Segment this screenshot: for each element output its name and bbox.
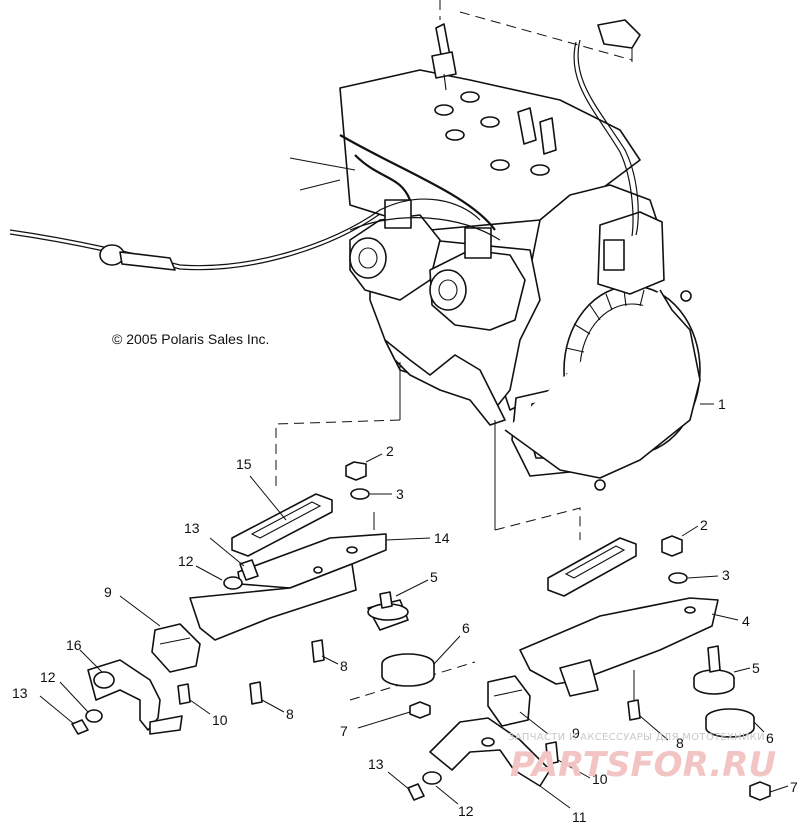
callout-11: 11 — [572, 809, 587, 825]
copyright-notice: © 2005 Polaris Sales Inc. — [112, 331, 269, 347]
callout-6-right: 6 — [766, 730, 774, 746]
callout-3-right: 3 — [722, 567, 730, 583]
callout-4: 4 — [742, 613, 750, 629]
callout-15: 15 — [236, 456, 252, 472]
callout-13-top: 13 — [184, 520, 200, 536]
watermark-brand: PARTSFOR.RU — [510, 745, 776, 785]
callout-2-right: 2 — [700, 517, 708, 533]
callout-9-right: 9 — [572, 725, 580, 741]
watermark-caption: ЗАПЧАСТИ И АКСЕССУАРЫ ДЛЯ МОТОТЕХНИКИ — [508, 732, 765, 743]
callout-12-mid: 12 — [40, 669, 56, 685]
head-bolts — [434, 91, 550, 176]
callout-13-bottom: 13 — [368, 756, 384, 772]
callout-9-left: 9 — [104, 584, 112, 600]
left-mount-assembly — [71, 461, 435, 735]
callout-leaders — [39, 403, 789, 809]
watermark: ЗАПЧАСТИ И АКСЕССУАРЫ ДЛЯ МОТОТЕХНИКИ PA… — [508, 732, 776, 785]
callout-8-right: 8 — [676, 735, 684, 751]
callout-numbers: 1 2 3 15 13 14 12 5 9 6 16 8 12 13 10 8 … — [12, 396, 798, 825]
callout-13-mid: 13 — [12, 685, 28, 701]
callout-8-mid: 8 — [286, 706, 294, 722]
callout-7-right: 7 — [790, 779, 798, 795]
callout-8-left: 8 — [340, 658, 348, 674]
carburetors — [349, 199, 526, 331]
callout-5-right: 5 — [752, 660, 760, 676]
callout-16: 16 — [66, 637, 82, 653]
callout-1: 1 — [718, 396, 726, 412]
callout-10-left: 10 — [212, 712, 228, 728]
callout-3-left: 3 — [396, 486, 404, 502]
callout-7-left: 7 — [340, 723, 348, 739]
ignition-lead — [431, 0, 641, 237]
throttle-cables — [9, 134, 501, 271]
callout-2-left: 2 — [386, 443, 394, 459]
callout-12-bottom: 12 — [458, 803, 474, 819]
callout-14: 14 — [434, 530, 450, 546]
callout-10-bottom: 10 — [592, 771, 608, 787]
callout-5-left: 5 — [430, 569, 438, 585]
right-mount-assembly — [407, 535, 771, 801]
callout-6-left: 6 — [462, 620, 470, 636]
callout-12-top: 12 — [178, 553, 194, 569]
